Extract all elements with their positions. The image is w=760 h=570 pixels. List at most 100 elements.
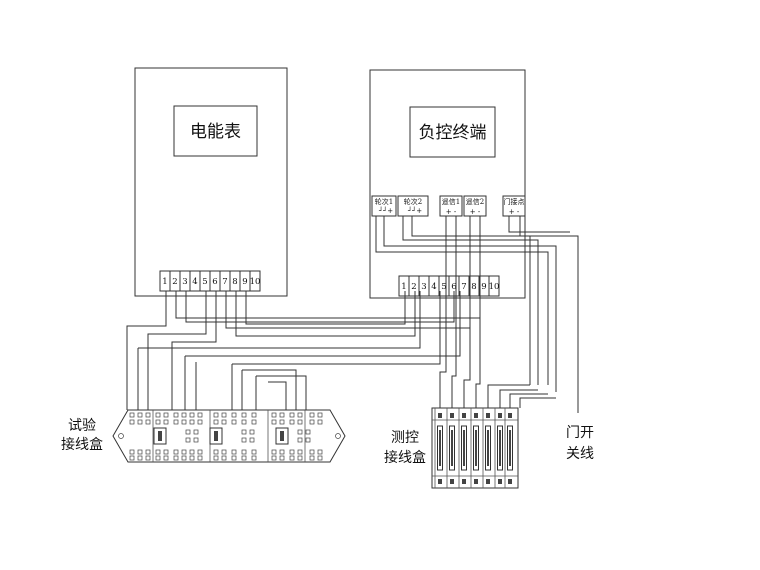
contact-hole bbox=[197, 455, 203, 461]
terminal-unit-terminal-number: 3 bbox=[421, 282, 426, 292]
contact-hole bbox=[181, 419, 187, 425]
contact-hole bbox=[155, 412, 161, 418]
contact-hole bbox=[279, 419, 285, 425]
load-control-terminal-title: 负控终端 bbox=[419, 123, 487, 143]
contact-hole bbox=[317, 455, 323, 461]
contact-hole bbox=[145, 455, 151, 461]
contact-hole bbox=[129, 455, 135, 461]
slot-top bbox=[498, 413, 502, 418]
contact-hole bbox=[317, 419, 323, 425]
energy-meter-title-box bbox=[173, 105, 258, 157]
energy-meter-housing bbox=[134, 67, 288, 297]
slot-top bbox=[474, 413, 478, 418]
contact-hole bbox=[137, 412, 143, 418]
slot-core bbox=[509, 430, 511, 466]
contact-hole bbox=[309, 455, 315, 461]
contact-hole bbox=[173, 412, 179, 418]
contact-hole bbox=[163, 449, 169, 455]
contact-hole bbox=[213, 419, 219, 425]
slot-bottom bbox=[486, 479, 490, 484]
slot-top bbox=[508, 413, 512, 418]
port-round2: 轮次2 ┘┘+ bbox=[397, 195, 429, 217]
meter-terminal-number: 9 bbox=[242, 277, 247, 287]
contact-hole bbox=[145, 412, 151, 418]
contact-hole bbox=[309, 412, 315, 418]
contact-hole bbox=[271, 455, 277, 461]
contact-hole bbox=[155, 419, 161, 425]
contact-hole bbox=[137, 419, 143, 425]
port-door-contact-pins: + - bbox=[509, 208, 520, 216]
contact-hole bbox=[271, 419, 277, 425]
port-round1: 轮次1 ┘┘+ bbox=[371, 195, 397, 217]
port-round1-label: 轮次1 bbox=[375, 197, 393, 206]
port-door-contact: 门接点 + - bbox=[502, 195, 526, 217]
contact-hole bbox=[193, 437, 199, 443]
contact-hole bbox=[317, 449, 323, 455]
load-control-terminal: 负控终端 轮次1 ┘┘+ 轮次2 ┘┘+ 遥信1 + - 遥信2 + - 门接点… bbox=[369, 69, 526, 299]
slot-core bbox=[499, 430, 501, 466]
terminal-unit-terminal-number: 8 bbox=[471, 282, 476, 292]
load-control-terminal-title-box bbox=[409, 106, 496, 158]
contact-hole bbox=[251, 412, 257, 418]
contact-hole bbox=[249, 429, 255, 435]
contact-hole bbox=[193, 429, 199, 435]
port-signal1-label: 遥信1 bbox=[442, 197, 460, 206]
slot-core bbox=[463, 430, 465, 466]
terminal-unit-terminal-number: 10 bbox=[489, 282, 500, 292]
contact-hole bbox=[297, 455, 303, 461]
contact-hole bbox=[305, 429, 311, 435]
contact-hole bbox=[241, 455, 247, 461]
port-signal2-label: 遥信2 bbox=[466, 197, 484, 206]
contact-hole bbox=[271, 412, 277, 418]
contact-hole bbox=[129, 412, 135, 418]
terminal-unit-terminal-cell bbox=[488, 275, 500, 297]
door-line-label-line1: 门开 bbox=[566, 425, 594, 441]
contact-hole bbox=[181, 412, 187, 418]
slot-top bbox=[450, 413, 454, 418]
switch-lever bbox=[280, 431, 284, 441]
contact-hole bbox=[251, 449, 257, 455]
contact-hole bbox=[241, 437, 247, 443]
contact-hole bbox=[289, 412, 295, 418]
meter-terminal-number: 10 bbox=[250, 277, 261, 287]
contact-hole bbox=[241, 429, 247, 435]
energy-meter-title: 电能表 bbox=[190, 122, 241, 142]
contact-hole bbox=[309, 419, 315, 425]
terminal-unit-terminal-number: 1 bbox=[401, 282, 406, 292]
control-box-label-line2: 接线盒 bbox=[384, 449, 426, 466]
contact-hole bbox=[231, 455, 237, 461]
slot-bottom bbox=[474, 479, 478, 484]
slot-top bbox=[462, 413, 466, 418]
slot-bottom bbox=[450, 479, 454, 484]
slot-core bbox=[487, 430, 489, 466]
contact-hole bbox=[185, 429, 191, 435]
contact-hole bbox=[137, 449, 143, 455]
contact-hole bbox=[297, 449, 303, 455]
contact-hole bbox=[251, 419, 257, 425]
contact-hole bbox=[181, 449, 187, 455]
contact-hole bbox=[221, 419, 227, 425]
contact-hole bbox=[221, 449, 227, 455]
meter-terminal-number: 8 bbox=[232, 277, 237, 287]
contact-hole bbox=[185, 437, 191, 443]
port-wires bbox=[375, 216, 579, 413]
meter-terminal-number: 6 bbox=[212, 277, 217, 287]
switch-lever bbox=[214, 431, 218, 441]
meter-terminal-number: 2 bbox=[172, 277, 177, 287]
contact-hole bbox=[189, 419, 195, 425]
contact-hole bbox=[231, 449, 237, 455]
port-round1-pins: ┘┘+ bbox=[379, 206, 393, 215]
test-box-label-line2: 接线盒 bbox=[61, 436, 103, 453]
meter-terminal-number: 4 bbox=[192, 277, 197, 287]
contact-hole bbox=[297, 419, 303, 425]
contact-hole bbox=[241, 419, 247, 425]
contact-hole bbox=[251, 455, 257, 461]
control-junction-box bbox=[431, 244, 556, 489]
contact-hole bbox=[173, 449, 179, 455]
cross-wires bbox=[126, 291, 481, 410]
contact-hole bbox=[271, 449, 277, 455]
contact-hole bbox=[155, 449, 161, 455]
